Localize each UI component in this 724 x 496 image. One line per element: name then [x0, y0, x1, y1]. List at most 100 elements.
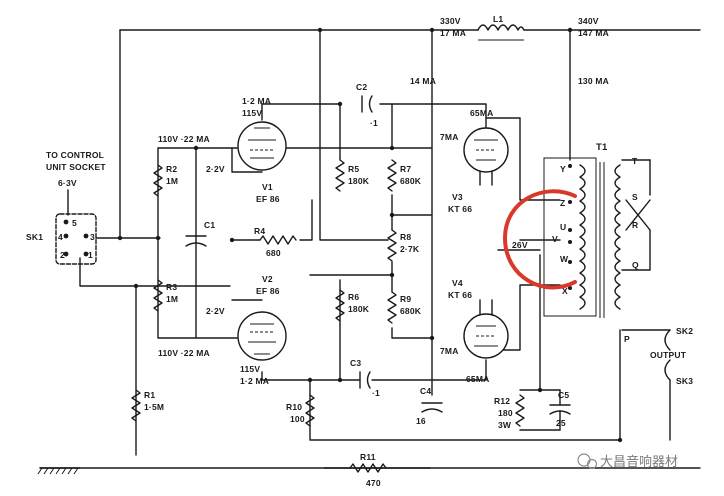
r10-ref: R10	[286, 402, 302, 412]
r7-value: 680K	[400, 176, 422, 186]
r7-symbol	[387, 159, 397, 192]
r4-symbol	[259, 235, 297, 245]
sec-t-label: T	[632, 156, 638, 166]
sec-r-label: R	[632, 220, 638, 230]
supply-ma-left: 17 MA	[440, 28, 466, 38]
junction	[155, 235, 161, 241]
junction	[229, 237, 235, 243]
tap-z: Z	[560, 198, 565, 208]
junction	[337, 101, 343, 107]
r1-value: 1·5M	[144, 402, 164, 412]
v2-type: EF 86	[256, 286, 280, 296]
c4-ref: C4	[420, 386, 431, 396]
r3-ref: R3	[166, 282, 177, 292]
tube-v4	[463, 299, 509, 359]
r7-ref: R7	[400, 164, 411, 174]
c5-ref: C5	[558, 390, 569, 400]
choke-label: L1	[493, 14, 503, 24]
r12-ref: R12	[494, 396, 510, 406]
sec-crossover	[625, 199, 651, 231]
v2-plate-v: 115V	[240, 364, 260, 374]
r5-ref: R5	[348, 164, 359, 174]
socket-caption-2: UNIT SOCKET	[46, 162, 106, 172]
socket-to-r3	[79, 257, 231, 287]
junctions	[117, 27, 623, 443]
r4-ref: R4	[254, 226, 265, 236]
r11-symbol	[349, 463, 387, 473]
tap-x: X	[562, 286, 568, 296]
tube-v3	[463, 127, 509, 186]
v4-ma: 65MA	[466, 374, 489, 384]
supply-v-left: 330V	[440, 16, 461, 26]
r12-value: 180	[498, 408, 513, 418]
junction	[429, 335, 435, 341]
tap-w: W	[560, 254, 569, 264]
c4-value: 16	[416, 416, 426, 426]
r9-ref: R9	[400, 294, 411, 304]
supply-ma-right: 147 MA	[578, 28, 609, 38]
rail-left-side	[157, 147, 251, 339]
rail-top-label: 110V ·22 MA	[158, 134, 210, 144]
sk3-label: SK3	[676, 376, 693, 386]
c1-symbol	[185, 235, 207, 247]
bias-label: 26V	[512, 240, 528, 250]
junction	[389, 212, 395, 218]
v2-anode	[261, 371, 361, 381]
ground-symbol	[37, 467, 81, 475]
sk2-label: SK2	[676, 326, 693, 336]
r6-value: 180K	[348, 304, 370, 314]
r8-value: 2·7K	[400, 244, 420, 254]
r11-ref: R11	[360, 452, 376, 462]
v3-ref: V3	[452, 192, 463, 202]
rail-bottom-label: 110V ·22 MA	[158, 348, 210, 358]
c3-to-v4	[371, 359, 487, 381]
v3-plate	[485, 117, 561, 201]
c3-symbol	[359, 371, 371, 389]
primary-winding	[579, 164, 586, 310]
sec-q-label: Q	[632, 260, 639, 270]
r12-rating: 3W	[498, 420, 512, 430]
v2-ma: 1·2 MA	[240, 376, 269, 386]
c2-ref: C2	[356, 82, 367, 92]
r8-bottom	[309, 261, 393, 276]
red-highlight-ring	[502, 189, 577, 290]
tube-v2	[237, 311, 287, 361]
socket-id: SK1	[26, 232, 43, 242]
junction	[337, 377, 343, 383]
v2-ref: V2	[262, 274, 273, 284]
r3-value: 1M	[166, 294, 178, 304]
r9-symbol	[387, 291, 397, 324]
c2-symbol	[361, 95, 373, 113]
junction	[193, 145, 199, 151]
watermark: 大昌音响器材	[577, 453, 678, 470]
t1-ref: T1	[596, 142, 608, 153]
c4-symbol	[421, 402, 443, 413]
v1-ref: V1	[262, 182, 273, 192]
v4-screen-ma: 7MA	[440, 346, 459, 356]
output-label: OUTPUT	[650, 350, 687, 360]
r10-line	[309, 379, 621, 441]
output-sockets	[664, 329, 671, 441]
r9-bottom	[391, 327, 433, 339]
v4-ref: V4	[452, 278, 463, 288]
socket-heater-label: 6·3V	[58, 178, 77, 188]
r10-symbol	[305, 394, 315, 427]
c3-value: ·1	[372, 388, 380, 398]
sk2-symbol	[664, 329, 671, 351]
socket-caption-1: TO CONTROL	[46, 150, 104, 160]
r12-symbol	[515, 394, 525, 427]
c1-ref: C1	[204, 220, 215, 230]
r2-value: 1M	[166, 176, 178, 186]
watermark-text: 大昌音响器材	[600, 454, 678, 470]
r8-ref: R8	[400, 232, 411, 242]
wechat-icon	[577, 453, 591, 467]
sec-s-label: S	[632, 192, 638, 202]
tap-y: Y	[560, 164, 566, 174]
v1-type: EF 86	[256, 194, 280, 204]
resistors	[131, 159, 525, 473]
c2-to-v3	[379, 103, 487, 131]
supply-ma-130: 130 MA	[578, 76, 609, 86]
v1-cathode-v: 2·2V	[206, 164, 225, 174]
